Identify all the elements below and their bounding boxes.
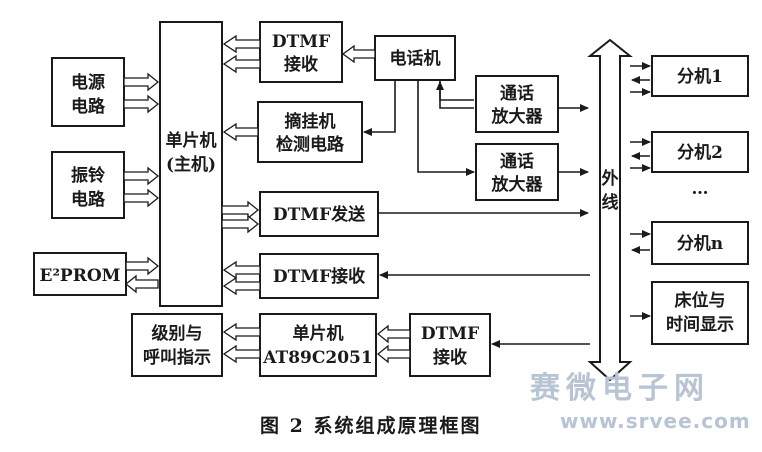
sub-mcu-box (259, 313, 377, 377)
arrow-dtmf-top-to-mcu-2 (222, 54, 261, 74)
ringer-circuit-box (51, 151, 125, 219)
power-label-2: 电路 (71, 96, 106, 117)
arrow-dtmf-bot-to-submcu-2 (376, 344, 411, 364)
extension-ellipsis: … (692, 179, 709, 199)
arrow-submcu-to-level-1 (222, 322, 261, 342)
hollow-arrows (123, 34, 411, 364)
eeprom-box (33, 252, 127, 296)
talk-amplifier-1-label-1: 通话 (500, 83, 534, 104)
power-circuit-box (51, 57, 125, 127)
sub-mcu-label-2: AT89C2051 (262, 348, 372, 368)
sub-mcu-label-1: 单片机 (293, 323, 344, 344)
bed-time-display-box (651, 281, 749, 345)
arrow-submcu-to-level-2 (222, 344, 261, 364)
level-call-indicator-box (131, 313, 223, 377)
telephone-label: 电话机 (390, 48, 441, 69)
dtmf-receive-mid-box (259, 253, 379, 299)
extension-2-label: 分机2 (677, 142, 723, 163)
bed-time-label-2: 时间显示 (666, 314, 734, 335)
ringer-label-1: 振铃 (71, 165, 105, 186)
external-line-label-1: 外 (602, 168, 619, 189)
arrow-power-to-mcu-2 (123, 94, 160, 114)
talk-amplifier-1-label-2: 放大器 (491, 106, 544, 127)
arrow-ringer-to-mcu-1 (123, 166, 160, 186)
figure-caption: 图 2 系统组成原理框图 (260, 414, 481, 437)
talk-amplifier-2-box (475, 143, 559, 201)
hook-detect-label-2: 检测电路 (276, 134, 345, 155)
dtmf-receive-top-label-1: DTMF (272, 32, 330, 52)
main-mcu-box (159, 21, 223, 307)
extension-n-label: 分机n (677, 233, 723, 254)
arrow-power-to-mcu-1 (123, 72, 160, 92)
arrow-dtmf-top-to-mcu-1 (222, 34, 261, 54)
line-phone-to-hook (363, 80, 396, 136)
dtmf-send-box (259, 191, 379, 237)
level-call-label-2: 呼叫指示 (143, 347, 211, 368)
level-call-label-1: 级别与 (152, 323, 203, 344)
power-label-1: 电源 (71, 72, 105, 93)
arrow-mcu-to-dtmf-send-1 (221, 200, 260, 220)
arrow-phone-to-dtmf-top (341, 44, 376, 64)
arrow-eeprom-to-mcu-1 (125, 256, 160, 276)
external-line-label-2: 线 (602, 192, 619, 213)
arrow-hook-to-mcu (222, 122, 259, 142)
main-mcu-label-1: 单片机 (166, 130, 217, 151)
ringer-label-2: 电路 (71, 189, 106, 210)
dtmf-receive-mid-label: DTMF接收 (273, 266, 365, 287)
talk-amplifier-2-label-1: 通话 (500, 151, 534, 172)
signal-lines (363, 62, 651, 348)
arrow-ringer-to-mcu-2 (123, 188, 160, 208)
arrow-dtmf-bot-to-submcu-1 (376, 324, 411, 344)
line-phone-to-amp2 (417, 80, 475, 176)
arrow-mcu-to-dtmf-send-2 (221, 214, 260, 234)
extension-2-box (651, 131, 749, 173)
dtmf-send-label: DTMF发送 (273, 204, 366, 225)
watermark-url: www.srvee.com (560, 409, 751, 433)
dtmf-receive-top-label-2: 接收 (284, 54, 318, 75)
arrow-dtmf-mid-to-mcu-2 (222, 276, 261, 296)
talk-amplifier-1-box (475, 75, 559, 133)
external-line-bus (587, 38, 633, 382)
arrow-dtmf-mid-to-mcu-1 (222, 260, 261, 280)
extension-n-box (651, 221, 749, 265)
dtmf-receive-top-box (259, 21, 343, 83)
arrow-mcu-to-eeprom-2 (124, 274, 159, 294)
hook-detect-label-1: 摘挂机 (285, 111, 336, 132)
dtmf-receive-bottom-box (409, 313, 491, 377)
line-amp1-to-phone (436, 81, 474, 101)
line-phone-amp1-left (439, 80, 474, 109)
hook-detect-box (257, 101, 363, 163)
watermark-site-name: 赛微电子网 (530, 371, 710, 406)
dtmf-receive-bottom-label-2: 接收 (433, 347, 467, 368)
extension-1-label: 分机1 (677, 66, 723, 87)
bed-time-label-1: 床位与 (675, 290, 726, 311)
main-mcu-label-2: (主机) (166, 154, 216, 175)
dtmf-receive-bottom-label-1: DTMF (421, 324, 479, 344)
extension-1-box (651, 55, 749, 97)
talk-amplifier-2-label-2: 放大器 (491, 174, 544, 195)
eeprom-label: E²PROM (40, 266, 121, 286)
